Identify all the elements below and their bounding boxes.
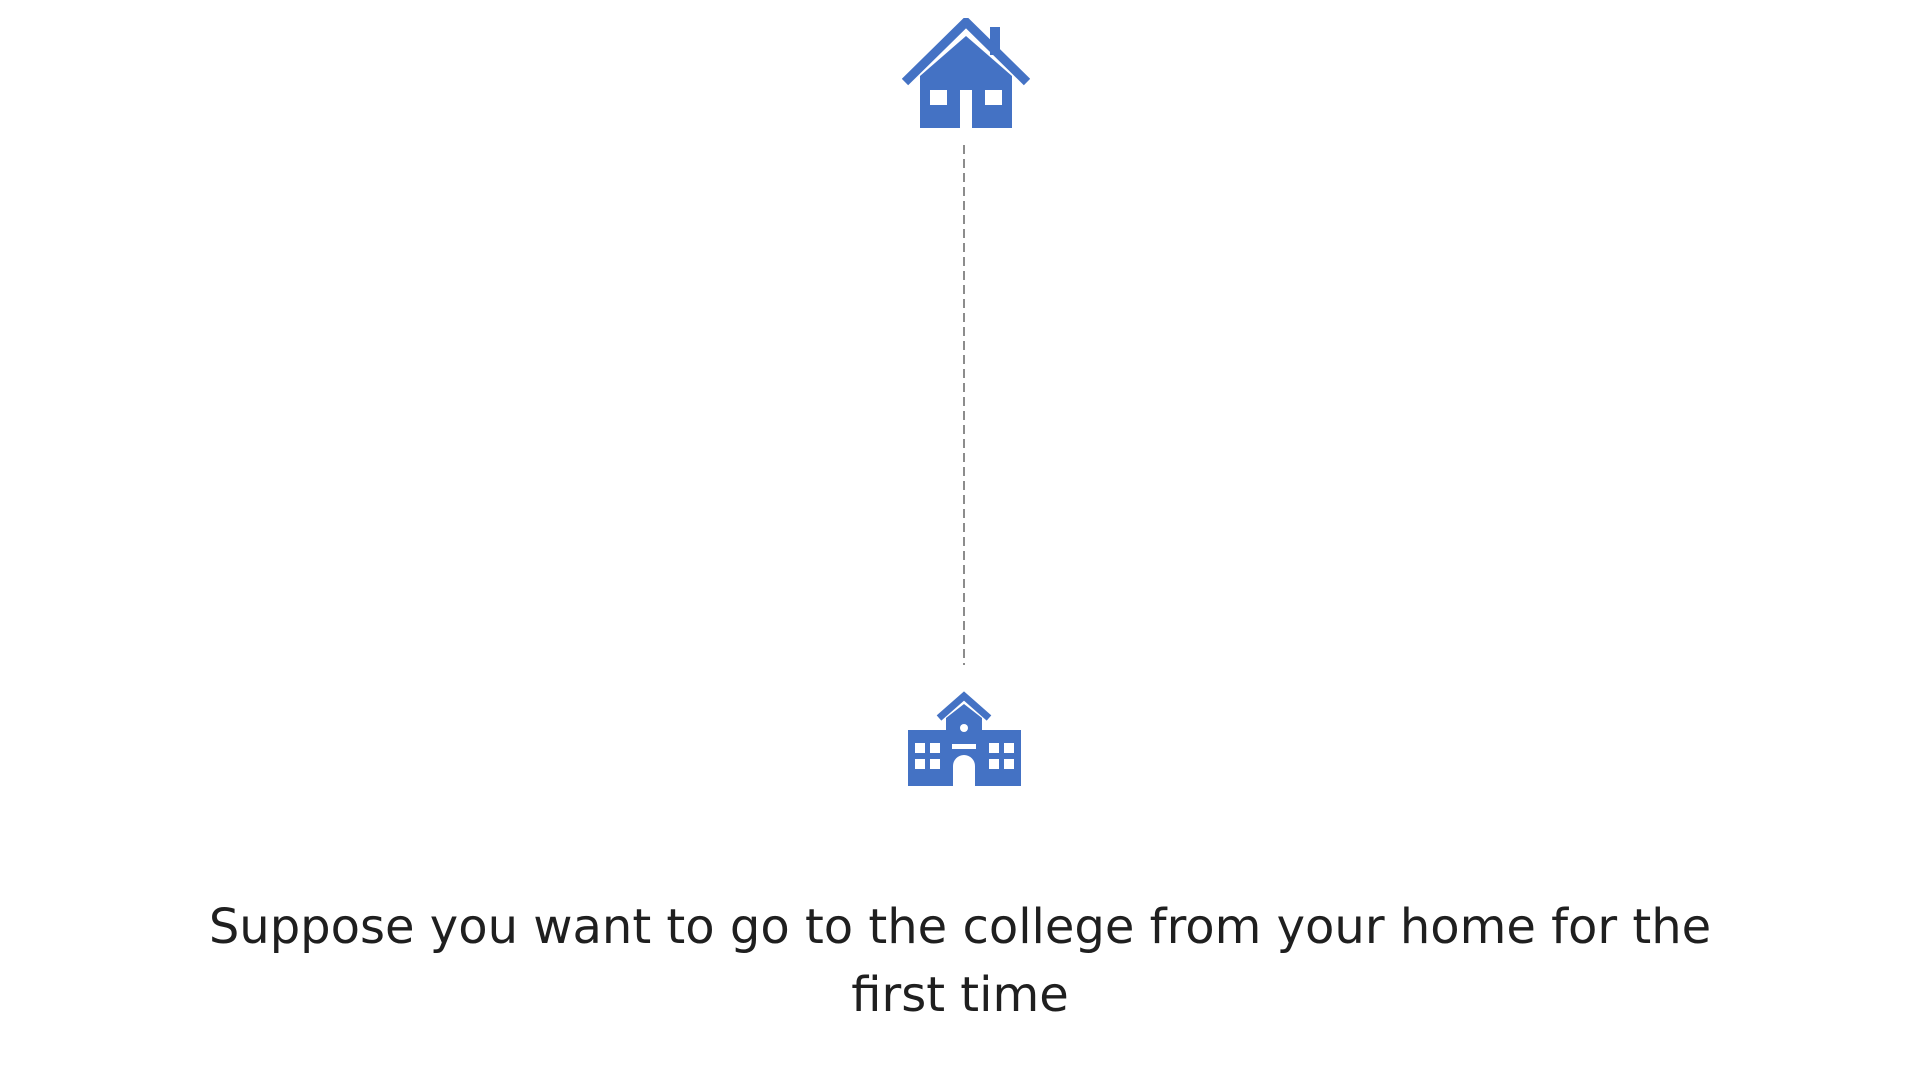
caption-line-1: Suppose you want to go to the college fr… (208, 899, 1712, 955)
caption-line-2: first time (851, 967, 1069, 1023)
home-icon (902, 18, 1030, 128)
route-dashed-line (963, 145, 965, 665)
slide-caption: Suppose you want to go to the college fr… (160, 893, 1760, 1029)
college-building-icon (908, 691, 1021, 786)
